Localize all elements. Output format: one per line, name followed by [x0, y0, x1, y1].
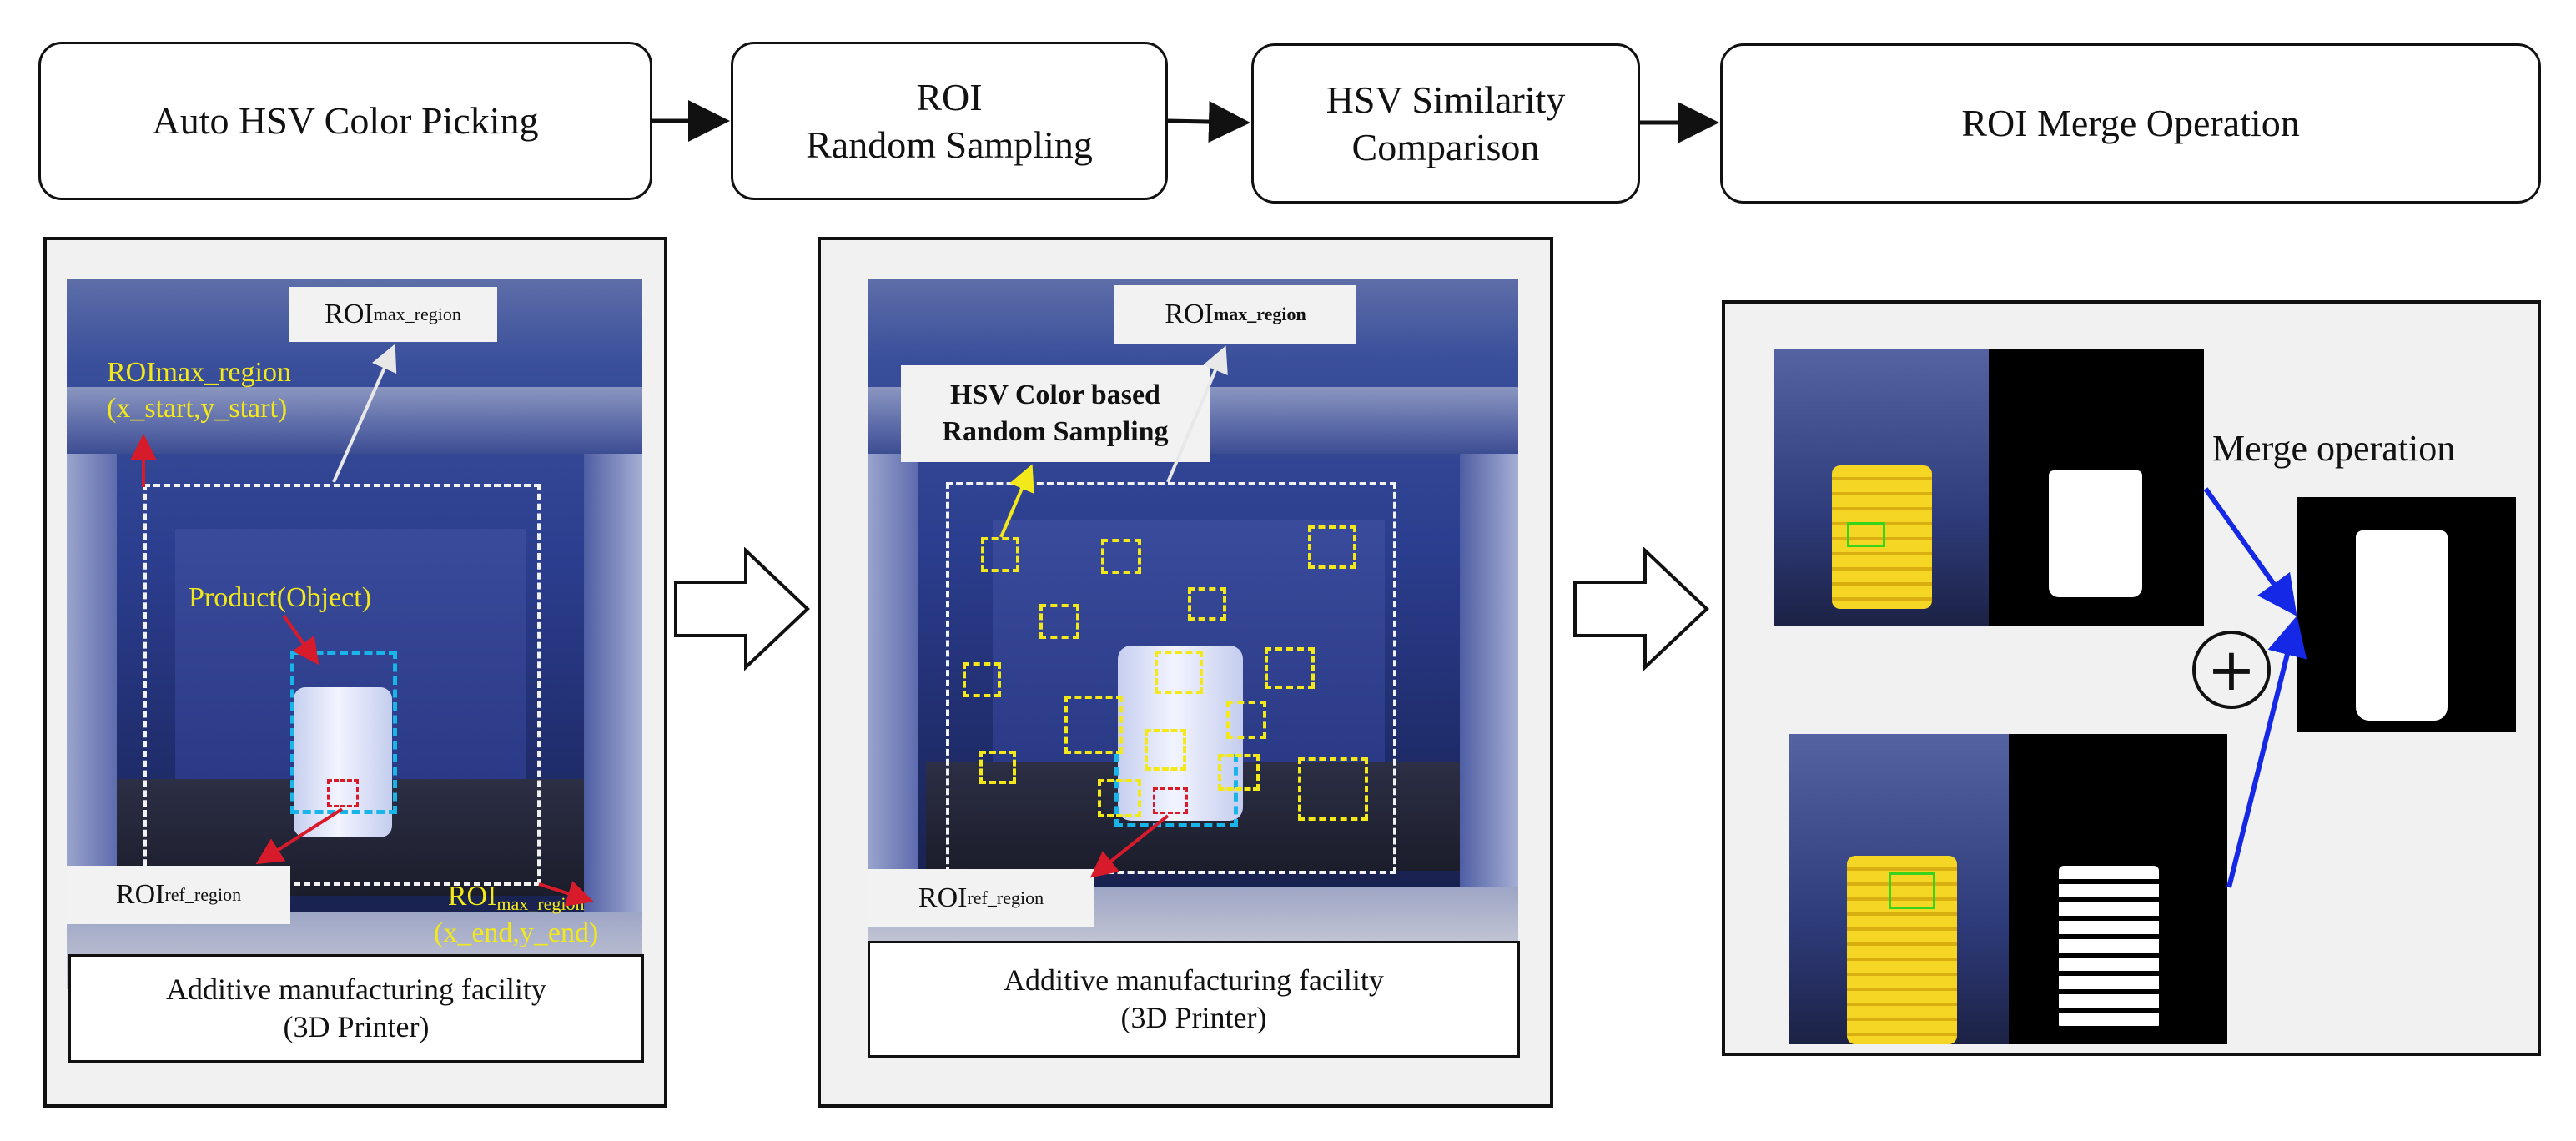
roi-max-sub-2: max_region — [1213, 304, 1306, 324]
merge-operation-text: Merge operation — [2212, 428, 2456, 469]
binary-mask-2-shape — [2059, 866, 2159, 1029]
binary-mask-1-shape — [2049, 470, 2142, 597]
sample-box — [1218, 754, 1260, 791]
roi-max-main: ROI — [325, 299, 374, 329]
sample-box — [963, 662, 1001, 697]
roi-max-region-box — [143, 484, 541, 886]
product-bounding-box — [290, 651, 397, 814]
sample-box — [1298, 757, 1368, 821]
roi-max-region-box-2 — [946, 482, 1396, 874]
roi-max-start-line1: ROImax_region — [107, 357, 291, 388]
yellow-object-photo-1 — [1774, 349, 1989, 626]
roi-ref-sub: ref_region — [164, 884, 242, 905]
panel-1-caption: Additive manufacturing facility (3D Prin… — [68, 954, 644, 1063]
sample-box — [1098, 779, 1141, 817]
merge-arrow-top — [2203, 487, 2297, 616]
merge-operation-label: Merge operation — [2212, 427, 2455, 470]
sample-box — [1155, 651, 1203, 694]
panel-2-caption: Additive manufacturing facility (3D Prin… — [868, 941, 1520, 1058]
step-auto-hsv-color-picking: Auto HSV Color Picking — [38, 42, 652, 200]
green-sample-box-1 — [1847, 522, 1885, 547]
sample-box — [1064, 696, 1123, 754]
sample-box — [1039, 604, 1079, 639]
hollow-arrow-2 — [1573, 547, 1709, 671]
hsv-random-sampling-label: HSV Color based Random Sampling — [901, 365, 1210, 462]
roi-ref-sub-2: ref_region — [967, 887, 1044, 908]
merged-mask — [2297, 497, 2516, 732]
merge-plus-symbol: + — [2206, 636, 2257, 704]
roi-max-start-line2: (x_start,y_start) — [107, 392, 288, 424]
roi-max-start-label: ROImax_region (x_start,y_start) — [107, 355, 291, 426]
sample-box — [1308, 525, 1356, 569]
step-2-label-line2: Random Sampling — [806, 123, 1093, 166]
step-2-label-line1: ROI — [916, 75, 983, 118]
roi-max-end-label: ROImax_region (x_end,y_end) — [434, 879, 598, 951]
roi-max-main-2: ROI — [1165, 299, 1214, 329]
step-roi-merge-operation: ROI Merge Operation — [1720, 43, 2541, 204]
roi-max-sub: max_region — [373, 304, 461, 324]
green-sample-box-2 — [1889, 872, 1935, 909]
product-object-label: Product(Object) — [189, 581, 371, 616]
hollow-arrow-1 — [674, 547, 810, 671]
binary-mask-1 — [1989, 349, 2204, 626]
step-hsv-similarity-comparison: HSV Similarity Comparison — [1251, 43, 1640, 204]
sample-box — [1145, 729, 1186, 771]
roi-max-end-sub: max_region — [496, 893, 585, 914]
sample-box — [1226, 701, 1266, 739]
panel-roi-merge-operation: Merge operation + — [1722, 300, 2541, 1056]
printer-right-column-2 — [1460, 454, 1518, 956]
step-1-label: Auto HSV Color Picking — [152, 99, 539, 143]
merged-mask-shape — [2356, 530, 2448, 721]
step-3-label-line1: HSV Similarity — [1326, 78, 1566, 121]
sample-box — [981, 537, 1019, 572]
yellow-cylinder-2 — [1847, 856, 1957, 1044]
roi-ref-region-box-2 — [1153, 787, 1188, 814]
hsv-label-line2: Random Sampling — [942, 416, 1169, 447]
roi-ref-main-2: ROI — [918, 882, 968, 913]
roi-ref-main: ROI — [115, 879, 165, 910]
flow-arrow-2 — [1167, 101, 1250, 143]
panel-2-caption-line1: Additive manufacturing facility — [1004, 963, 1384, 997]
yellow-object-photo-2 — [1789, 734, 2009, 1044]
product-object-text: Product(Object) — [189, 582, 372, 613]
panel-1-caption-line1: Additive manufacturing facility — [166, 973, 546, 1006]
roi-max-end-line2: (x_end,y_end) — [434, 917, 599, 948]
sample-box — [1188, 587, 1226, 621]
panel-1-caption-line2: (3D Printer) — [283, 1010, 430, 1043]
sample-box — [979, 751, 1016, 784]
step-4-label: ROI Merge Operation — [1961, 102, 2300, 145]
sample-box — [1265, 647, 1315, 689]
step-3-label-line2: Comparison — [1351, 126, 1540, 168]
step-roi-random-sampling: ROI Random Sampling — [731, 42, 1168, 200]
binary-mask-2 — [2009, 734, 2227, 1044]
roi-max-end-main: ROI — [447, 881, 497, 912]
product-bounding-box-2 — [1114, 754, 1238, 827]
hsv-label-line1: HSV Color based — [950, 379, 1160, 410]
roi-ref-region-box — [327, 779, 359, 807]
panel-2-caption-line2: (3D Printer) — [1120, 1001, 1267, 1034]
merge-plus-icon: + — [2192, 631, 2271, 709]
sample-box — [1101, 539, 1141, 574]
